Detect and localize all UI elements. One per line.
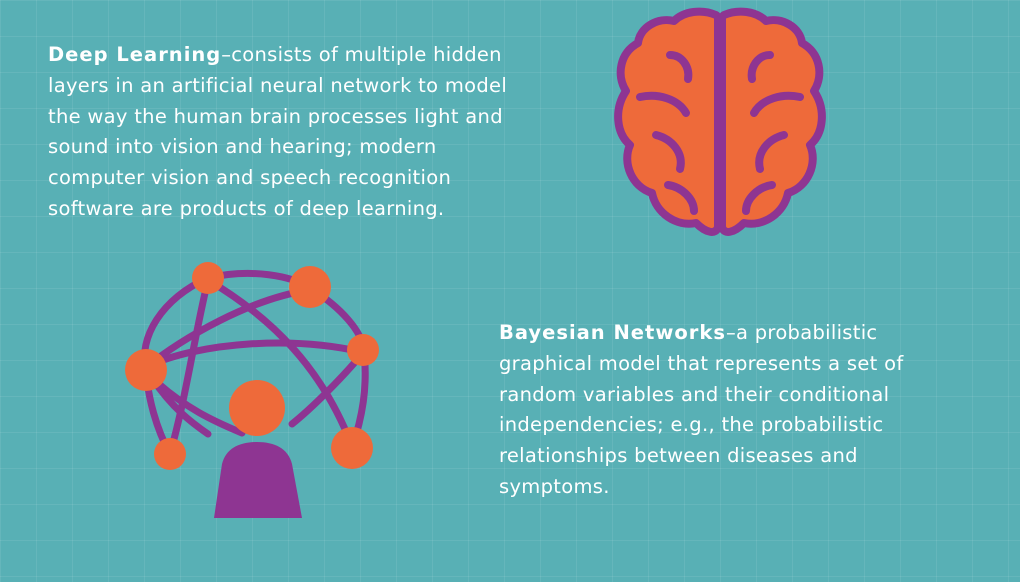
deep-learning-line-4: sound into vision and hearing; modern xyxy=(48,135,437,159)
deep-learning-line-2: layers in an artificial neural network t… xyxy=(48,73,508,97)
deep-learning-line-6: software are products of deep learning. xyxy=(48,196,445,220)
deep-learning-line-1: Deep Learning–consists of multiple hidde… xyxy=(48,40,518,71)
deep-learning-line-3: the way the human brain processes light … xyxy=(48,104,503,128)
brain-icon xyxy=(614,7,826,236)
deep-learning-paragraph: Deep Learning–consists of multiple hidde… xyxy=(48,40,518,225)
bayesian-text-1: –a probabilistic xyxy=(725,321,878,344)
bayesian-line-4: independencies; e.g., the probabilistic xyxy=(499,413,884,437)
bayesian-line-5: relationships between diseases and xyxy=(499,444,858,468)
deep-learning-line-5: computer vision and speech recognition xyxy=(48,166,452,190)
deep-learning-term: Deep Learning xyxy=(48,43,222,66)
person-network-icon xyxy=(125,262,379,518)
bayesian-line-2: graphical model that represents a set of xyxy=(499,351,904,375)
deep-learning-text-1: –consists of multiple hidden xyxy=(221,43,502,66)
bayesian-networks-paragraph: Bayesian Networks–a probabilistic graphi… xyxy=(499,318,919,503)
bayesian-line-1: Bayesian Networks–a probabilistic xyxy=(499,318,919,349)
bayesian-networks-term: Bayesian Networks xyxy=(499,321,726,344)
bayesian-line-3: random variables and their conditional xyxy=(499,382,890,406)
bayesian-line-6: symptoms. xyxy=(499,474,610,498)
